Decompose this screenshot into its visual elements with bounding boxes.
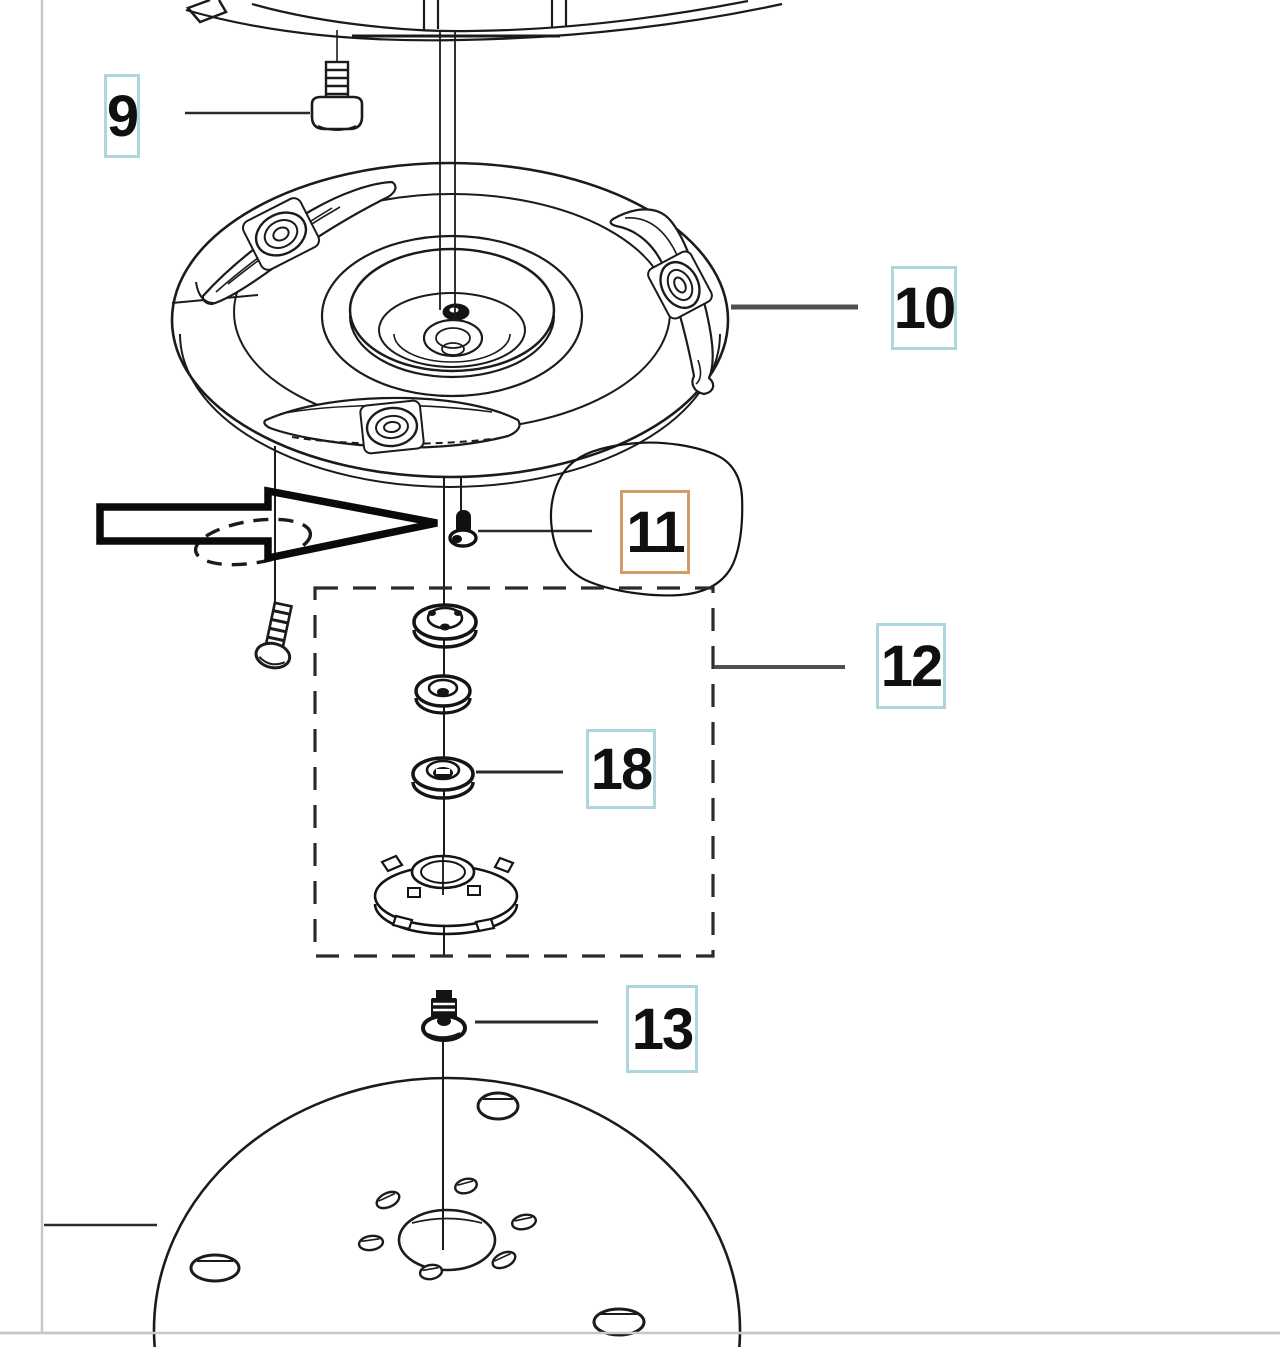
base-plate [152, 1076, 742, 1347]
bearing-kit-dashed-box [313, 586, 715, 958]
hub-flange [373, 854, 519, 936]
callout-18[interactable]: 18 [586, 729, 656, 809]
bolt-13 [421, 990, 467, 1042]
plate-center-hole [397, 1208, 497, 1272]
callout-12[interactable]: 12 [876, 623, 946, 709]
arrow-annotation [96, 486, 438, 563]
pin-part-11 [448, 510, 478, 548]
screw-left [254, 601, 294, 670]
plate-hole-top-right [476, 1091, 520, 1121]
disc-blade-bottom [263, 396, 521, 455]
bearing-18 [411, 756, 475, 800]
disc-center-hub [422, 303, 484, 358]
plate-small-notches [357, 1177, 538, 1281]
plate-hole-bottom-right [592, 1307, 646, 1337]
callout-9[interactable]: 9 [104, 74, 140, 158]
callout-11-highlighted[interactable]: 11 [620, 490, 690, 574]
callout-13[interactable]: 13 [626, 985, 698, 1073]
callout-10[interactable]: 10 [891, 266, 957, 350]
plate-hole-left [189, 1253, 241, 1283]
disc-center-axis-lines [439, 32, 456, 318]
disc-blade-upper-left [195, 180, 397, 306]
upper-disc-fragment [185, 0, 783, 42]
spacer-ring [414, 674, 472, 715]
dashed-oval-annotation [193, 517, 313, 567]
screw-top [310, 30, 364, 131]
blade-disc [170, 161, 730, 488]
freehand-circle-annotation [549, 441, 744, 597]
bearing-top [412, 603, 478, 649]
disc-blade-right [609, 208, 715, 396]
